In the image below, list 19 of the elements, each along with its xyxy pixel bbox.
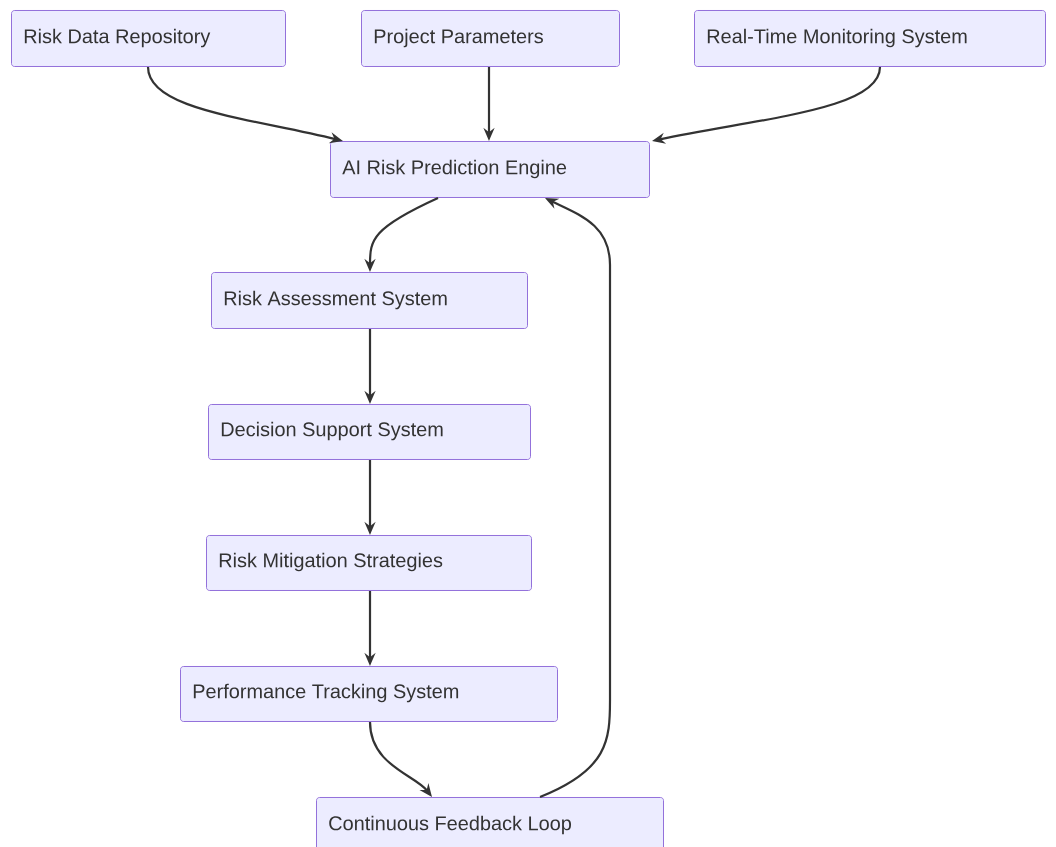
node-label: Risk Data Repository	[24, 28, 211, 48]
process-box	[211, 272, 528, 329]
node-label: Real-Time Monitoring System	[707, 28, 967, 48]
process-box	[694, 10, 1046, 67]
process-box	[180, 666, 558, 722]
process-box	[11, 10, 286, 67]
process-box	[208, 404, 531, 460]
arrow	[539, 198, 612, 798]
node-label: Decision Support System	[221, 421, 443, 441]
node-label: Project Parameters	[374, 28, 543, 48]
node-label: AI Risk Prediction Engine	[342, 159, 567, 179]
node-label: Performance Tracking System	[193, 683, 459, 703]
process-box	[330, 141, 650, 198]
node-label: Risk Assessment System	[224, 290, 447, 310]
process-box	[206, 535, 532, 591]
node-label: Risk Mitigation Strategies	[219, 552, 443, 572]
process-box	[361, 10, 620, 67]
process-box	[316, 797, 664, 847]
node-label: Continuous Feedback Loop	[329, 815, 571, 835]
